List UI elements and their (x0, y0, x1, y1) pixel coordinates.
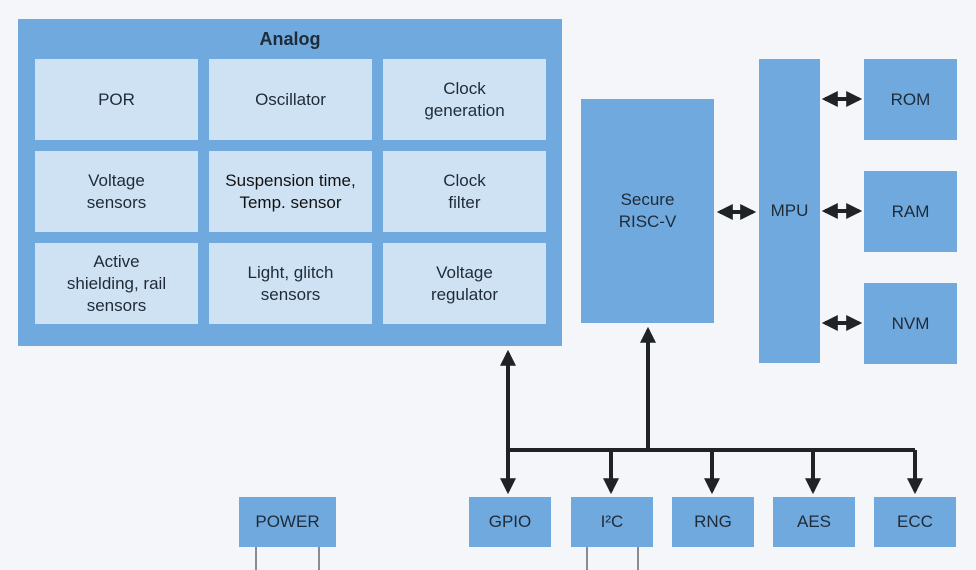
voltage-sensors-cell (35, 151, 198, 232)
clock-generation-cell (383, 59, 546, 140)
rng-label: RNG (694, 512, 732, 531)
ecc-block (874, 497, 956, 547)
i2c-label: I²C (600, 512, 624, 531)
aes-label: AES (796, 512, 832, 531)
voltage-regulator-cell (383, 243, 546, 324)
mpu-block (759, 59, 820, 363)
nvm-block (864, 283, 957, 364)
i2c-block (571, 497, 653, 547)
analog-title: Analog (259, 29, 321, 49)
ram-block (864, 171, 957, 252)
active-shielding-cell (35, 243, 198, 324)
clock-generation-cell-label: Clock generation (424, 78, 505, 120)
gpio-block (469, 497, 551, 547)
active-shielding-cell-label: Active shielding, rail sensors (66, 251, 167, 315)
clock-filter-cell (383, 151, 546, 232)
mpu-label: MPU (770, 201, 809, 220)
por-cell-label: POR (98, 89, 135, 109)
oscillator-cell (209, 59, 372, 140)
suspension-temp-cell (209, 151, 372, 232)
oscillator-cell-label: Oscillator (255, 89, 326, 109)
light-glitch-cell (209, 243, 372, 324)
power-label: POWER (255, 512, 320, 531)
ecc-label: ECC (897, 512, 933, 531)
suspension-temp-cell-label: Suspension time, Temp. sensor (225, 170, 356, 212)
clock-filter-cell-label: Clock filter (443, 170, 486, 212)
aes-block (773, 497, 855, 547)
por-cell (35, 59, 198, 140)
secure-riscv-label: Secure RISC-V (618, 190, 677, 231)
gpio-label: GPIO (488, 512, 532, 531)
rom-block (864, 59, 957, 140)
nvm-label: NVM (891, 313, 930, 333)
light-glitch-cell-label: Light, glitch sensors (247, 262, 334, 304)
voltage-sensors-cell-label: Voltage sensors (86, 170, 147, 212)
rom-label: ROM (890, 89, 931, 109)
voltage-regulator-cell-label: Voltage regulator (430, 262, 499, 304)
secure-riscv-block (581, 99, 714, 323)
rng-block (672, 497, 754, 547)
ram-label: RAM (891, 201, 930, 221)
power-block (239, 497, 336, 547)
